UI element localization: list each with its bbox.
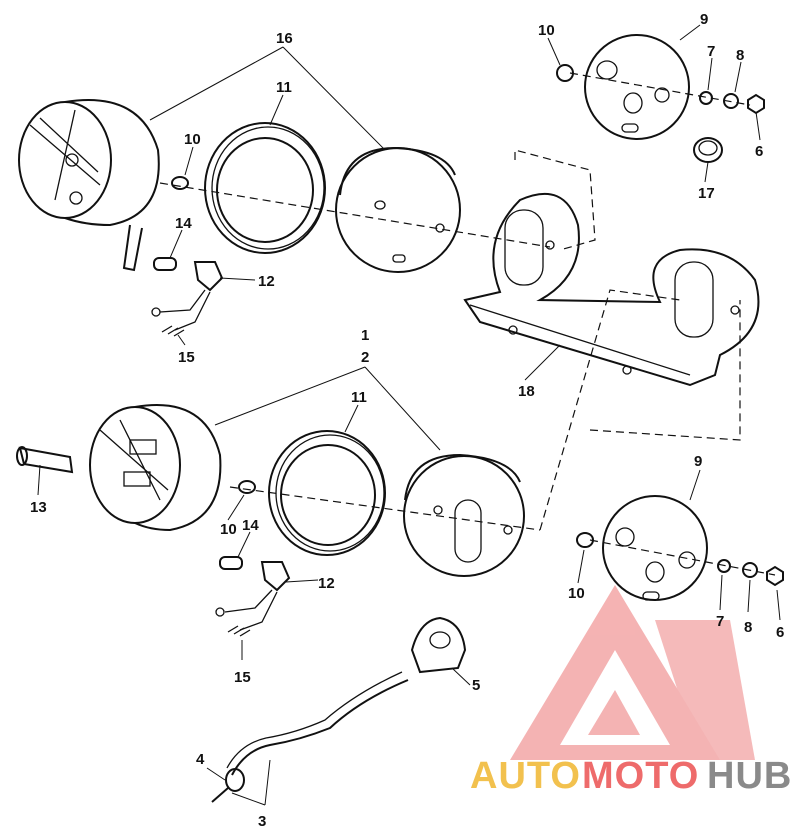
- callout-9-upper: 9: [700, 11, 708, 28]
- callout-7-lower: 7: [716, 613, 724, 630]
- lower-plate-9: [602, 495, 708, 601]
- upper-socket-12: [193, 261, 224, 292]
- callout-8-lower: 8: [744, 619, 752, 636]
- cable-drive-assembly: [211, 616, 467, 803]
- upper-mount-plate-assembly: [556, 34, 765, 163]
- callout-1: 1: [361, 327, 369, 344]
- upper-gauge-cable-stub: [122, 224, 143, 272]
- callout-14-lower: 14: [242, 517, 259, 534]
- callout-6-upper: 6: [755, 143, 763, 160]
- callout-13: 13: [30, 499, 47, 516]
- centerlines: [159, 72, 776, 576]
- cable-3: [231, 679, 409, 776]
- lower-mount-plate-assembly: [576, 495, 784, 601]
- watermark-auto: AUTO: [470, 755, 581, 797]
- upper-bulb-14: [153, 257, 177, 271]
- upper-wire-15: [159, 289, 211, 331]
- lower-washer-7: [717, 559, 731, 573]
- upper-gauge-housing: [64, 99, 160, 227]
- callout-17: 17: [698, 185, 715, 202]
- watermark-logo: [510, 585, 755, 760]
- watermark-hub: HUB: [707, 755, 792, 797]
- callout-18: 18: [518, 383, 535, 400]
- callout-10-upper-right: 10: [538, 22, 555, 39]
- lower-gauge-housing: [134, 404, 222, 532]
- callout-16: 16: [276, 30, 293, 47]
- upper-nut-10: [171, 176, 189, 190]
- upper-nut-6: [747, 93, 765, 115]
- upper-plate-9: [584, 34, 690, 140]
- callout-4: 4: [196, 751, 205, 768]
- callout-15-upper: 15: [178, 349, 195, 366]
- callout-6-lower: 6: [776, 624, 784, 641]
- lower-wire-15: [224, 589, 278, 631]
- lower-gauge-assembly: [16, 404, 525, 637]
- upper-gauge-face: [18, 101, 112, 219]
- upper-ring-11: [204, 122, 326, 254]
- callout-11-upper: 11: [276, 79, 292, 96]
- watermark-moto: MOTO: [582, 755, 699, 797]
- callout-10-upper-left: 10: [184, 131, 201, 148]
- lower-socket-12: [260, 561, 291, 592]
- callout-11-lower: 11: [351, 389, 367, 406]
- callout-12-lower: 12: [318, 575, 335, 592]
- callout-14-upper: 14: [175, 215, 192, 232]
- lower-gauge-face: [89, 406, 181, 524]
- cable-end-4: [225, 768, 245, 792]
- bracket-18: [463, 192, 760, 387]
- drive-unit-5: [410, 616, 467, 674]
- callout-5: 5: [472, 677, 480, 694]
- upper-washer-8: [723, 93, 739, 109]
- lower-connector-13: [18, 446, 74, 474]
- callout-8-upper: 8: [736, 47, 744, 64]
- upper-cup: [335, 147, 461, 273]
- lower-nut-10: [238, 480, 256, 494]
- callout-10-lower-left: 10: [220, 521, 237, 538]
- callout-labels: 16 11 10 14 12 15 10 9 7 8 6 17 18 1 2 1…: [30, 11, 784, 830]
- upper-gauge-assembly: [18, 99, 461, 337]
- callout-3: 3: [258, 813, 266, 830]
- callout-10-lower-right: 10: [568, 585, 585, 602]
- leader-lines: [37, 24, 781, 806]
- lower-bulb-14: [219, 556, 243, 570]
- callout-2: 2: [361, 349, 369, 366]
- lower-washer-8: [742, 562, 758, 578]
- callout-12-upper: 12: [258, 273, 275, 290]
- watermark-text: AUTO MOTO HUB: [470, 755, 792, 797]
- callout-9-lower: 9: [694, 453, 702, 470]
- lower-ring-11: [268, 430, 386, 556]
- lower-cup: [403, 455, 525, 577]
- upper-washer-7: [699, 91, 713, 105]
- callout-15-lower: 15: [234, 669, 251, 686]
- callout-7-upper: 7: [707, 43, 715, 60]
- lower-nut-6: [766, 565, 784, 587]
